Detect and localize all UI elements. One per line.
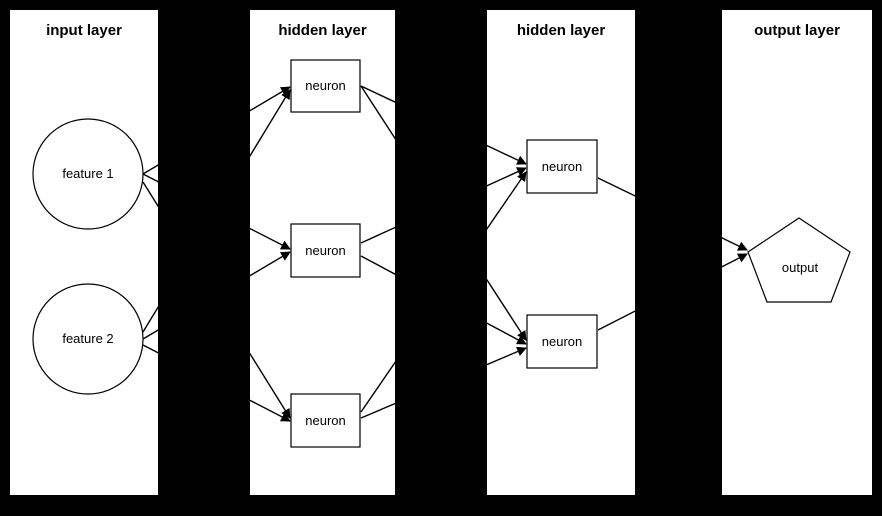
gap-right-margin: [872, 0, 882, 516]
node-feature-2[interactable]: [32, 283, 144, 395]
node-feature-1[interactable]: [32, 118, 144, 230]
gap-left-margin: [0, 0, 10, 516]
band-top-margin: [0, 0, 882, 10]
layer-title-output: output layer: [754, 22, 840, 39]
gap-input-hidden1: [158, 0, 250, 516]
gap-hidden2-output: [635, 0, 722, 516]
layer-panel-input: [10, 10, 158, 495]
node-hidden1-neuron-2[interactable]: [290, 223, 361, 278]
node-hidden1-neuron-1[interactable]: [290, 59, 361, 113]
layer-title-input: input layer: [46, 22, 122, 39]
layer-title-hidden-2: hidden layer: [516, 22, 606, 39]
layer-panel-hidden-2: [487, 10, 635, 495]
band-bottom-margin: [0, 495, 882, 516]
node-hidden1-neuron-3[interactable]: [290, 393, 361, 448]
node-output-pentagon[interactable]: [747, 217, 851, 303]
node-hidden2-neuron-2[interactable]: [526, 314, 598, 369]
node-hidden2-neuron-1[interactable]: [526, 139, 598, 194]
gap-hidden1-hidden2: [395, 0, 487, 516]
layer-title-hidden-1: hidden layer: [278, 22, 367, 39]
